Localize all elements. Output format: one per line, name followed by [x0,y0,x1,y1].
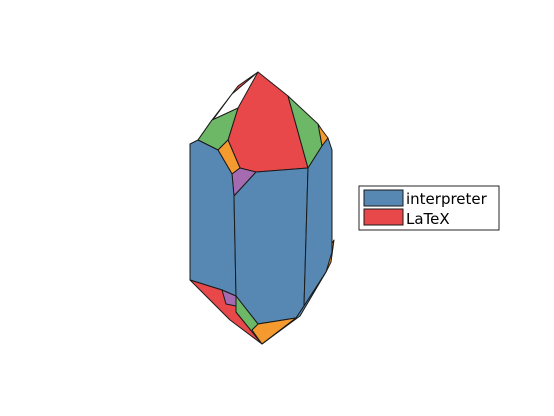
legend-label-interpreter: interpreter [406,190,488,208]
legend-swatch-interpreter [363,189,404,207]
polyhedron [189,71,335,345]
bottom-right-blue-face [261,271,327,345]
front-blue-face [233,167,309,325]
legend-label-latex: LaTeX [406,210,450,228]
legend: interpreter LaTeX [358,185,500,231]
legend-swatch-latex [363,208,404,226]
